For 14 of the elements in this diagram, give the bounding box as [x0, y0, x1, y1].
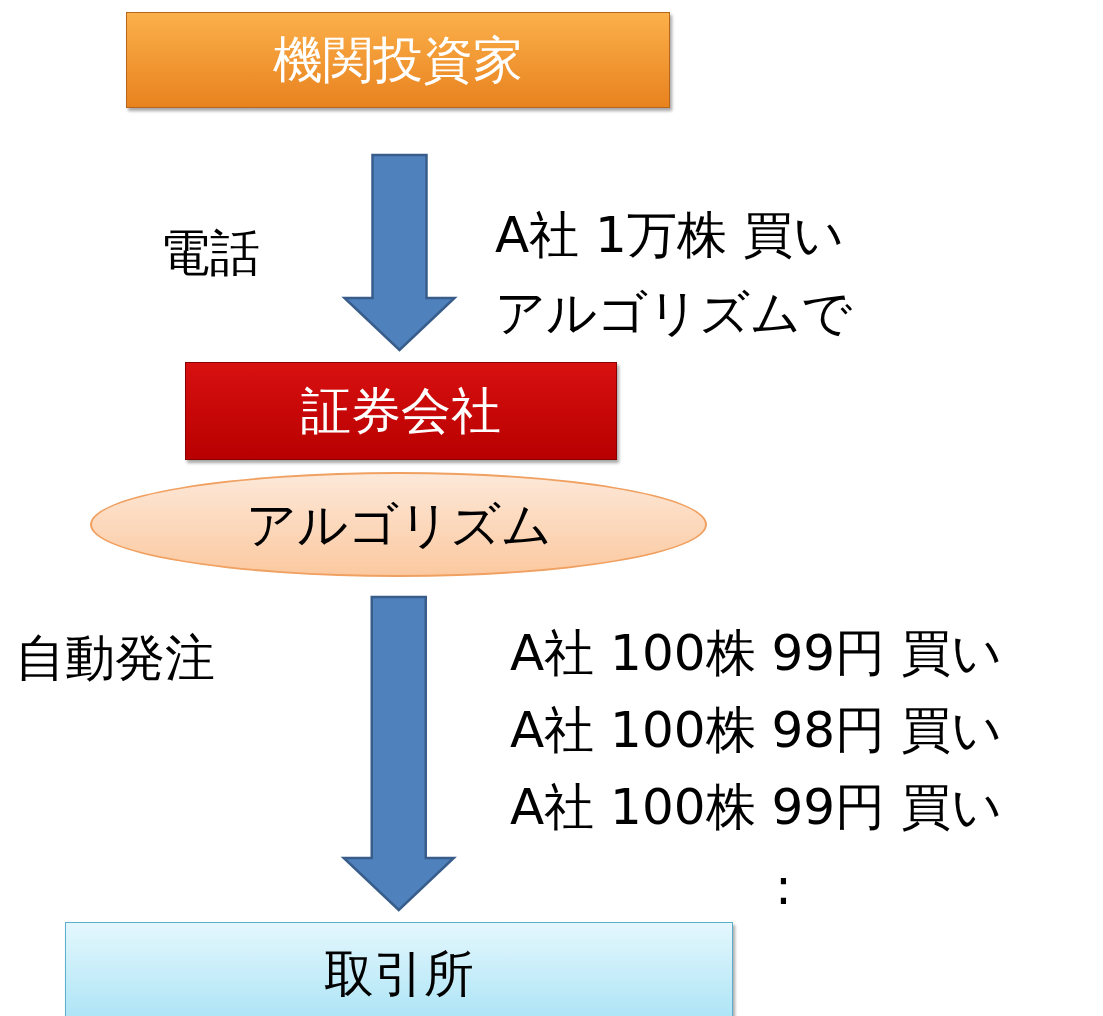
order-text: A社 100株 98円 買い: [510, 705, 1002, 755]
process-ellipse: アルゴリズム: [90, 472, 707, 577]
order-text: A社 100株 99円 買い: [510, 782, 1002, 832]
process-box: 機関投資家: [126, 12, 670, 108]
order-text: :: [775, 862, 792, 912]
order-text: A社 100株 99円 買い: [510, 628, 1002, 678]
process-box: 取引所: [65, 922, 733, 1016]
edge-label: 自動発注: [15, 633, 215, 683]
edge-label: 電話: [160, 228, 260, 278]
order-text: A社 1万株 買い: [495, 210, 844, 260]
order-text: アルゴリズムで: [495, 288, 852, 338]
block-arrow: [340, 595, 457, 912]
process-box: 証券会社: [185, 362, 617, 460]
block-arrow: [341, 153, 458, 352]
